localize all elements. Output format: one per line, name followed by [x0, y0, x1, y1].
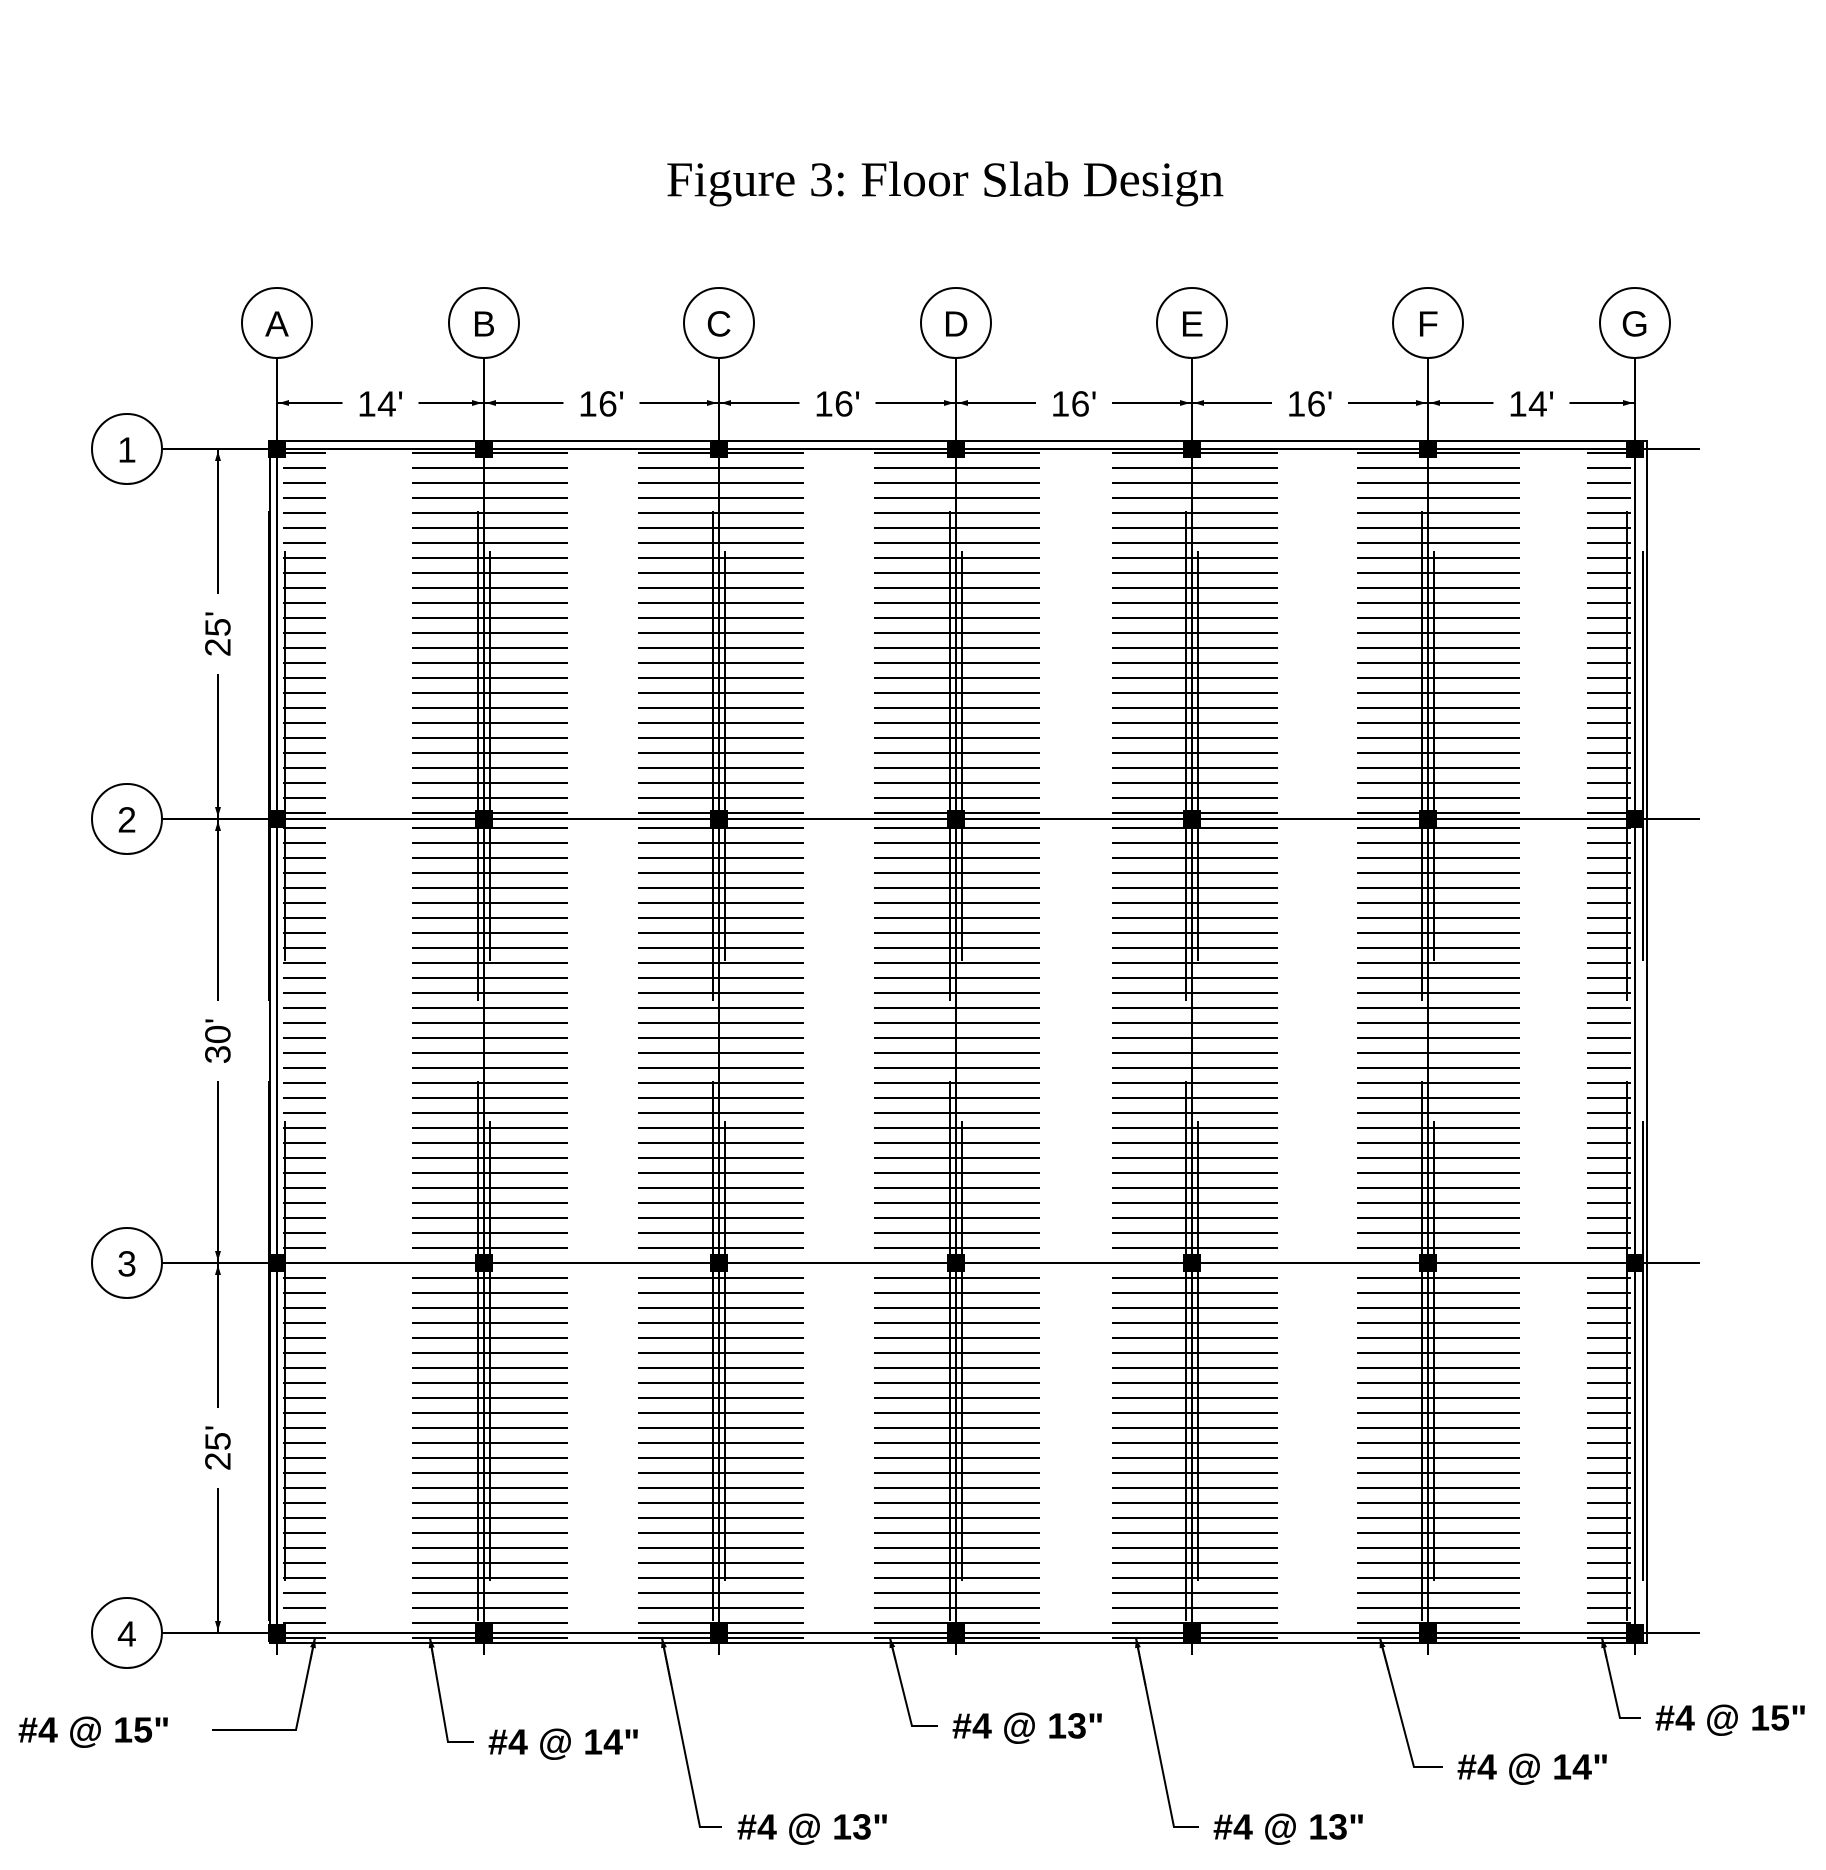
callout-leader [1601, 1637, 1641, 1719]
column-label-d: D [943, 304, 969, 345]
row-grid-bubbles: 1 2 3 4 [91, 413, 163, 1669]
rebar-strip-g [1587, 452, 1631, 1639]
column-square [1419, 1624, 1437, 1642]
callout-leader [1379, 1637, 1443, 1768]
column-spacing-dimensions: 14' 16' 16' 16' 16' 14' [277, 381, 1635, 425]
rebar-callout-g: #4 @ 15" [1655, 1698, 1807, 1739]
column-square [1419, 1254, 1437, 1272]
rebar-callout-b: #4 @ 14" [488, 1722, 640, 1763]
column-square [1183, 440, 1201, 458]
column-square [1419, 440, 1437, 458]
row-spacing-23: 30' [198, 1018, 239, 1065]
callout-arrow [1601, 1637, 1608, 1659]
row-bubble-1: 1 [91, 413, 163, 485]
column-spacing-de: 16' [1051, 384, 1098, 425]
column-square [710, 810, 728, 828]
column-square [1626, 440, 1644, 458]
column-spacing-ef: 16' [1287, 384, 1334, 425]
column-grid-bubbles: A B C D E F G [241, 287, 1671, 359]
column-label-e: E [1180, 304, 1204, 345]
column-square [1183, 810, 1201, 828]
column-square [947, 1624, 965, 1642]
row-bubble-4: 4 [91, 1597, 163, 1669]
column-bubble-c: C [683, 287, 755, 359]
callout-arrow [1135, 1637, 1147, 1686]
column-spacing-fg: 14' [1508, 384, 1555, 425]
column-square [1183, 1624, 1201, 1642]
rebar-strip-e [1112, 452, 1278, 1639]
column-bubble-f: F [1392, 287, 1464, 359]
column-square [947, 810, 965, 828]
rebar-callout-c: #4 @ 13" [737, 1807, 889, 1848]
slab-outline [269, 440, 1648, 1644]
column-square [475, 440, 493, 458]
column-square [1183, 1254, 1201, 1272]
row-spacing-dimensions: 25' 30' 25' [196, 449, 240, 1633]
row-label-4: 4 [117, 1614, 137, 1655]
column-bubble-a: A [241, 287, 313, 359]
rebar-strip-a [283, 452, 326, 1639]
column-label-a: A [265, 304, 289, 345]
row-label-3: 3 [117, 1244, 137, 1285]
callout-arrow [661, 1637, 673, 1686]
column-square [947, 1254, 965, 1272]
column-label-b: B [472, 304, 496, 345]
column-square [710, 1624, 728, 1642]
rebar-callouts: #4 @ 15" #4 @ 14" #4 @ 13" #4 @ 13" #4 @… [18, 1637, 1807, 1848]
column-square [1626, 1624, 1644, 1642]
column-square [475, 1254, 493, 1272]
column-bubble-g: G [1599, 287, 1671, 359]
rebar-callout-d: #4 @ 13" [952, 1706, 1104, 1747]
rebar-callout-e: #4 @ 13" [1213, 1807, 1365, 1848]
column-bubble-b: B [448, 287, 520, 359]
structural-columns [268, 440, 1644, 1642]
callout-leader [212, 1637, 316, 1731]
row-label-1: 1 [117, 430, 137, 471]
column-spacing-cd: 16' [814, 384, 861, 425]
column-square [710, 1254, 728, 1272]
figure-title: Figure 3: Floor Slab Design [665, 151, 1225, 207]
callout-arrow [428, 1637, 436, 1665]
column-square [1626, 810, 1644, 828]
row-spacing-12: 25' [198, 611, 239, 658]
column-spacing-bc: 16' [578, 384, 625, 425]
callout-arrow [889, 1637, 897, 1661]
callout-leader [1135, 1637, 1199, 1828]
rebar-callout-a: #4 @ 15" [18, 1710, 170, 1751]
column-spacing-ab: 14' [357, 384, 404, 425]
column-square [475, 810, 493, 828]
column-bubble-e: E [1156, 287, 1228, 359]
rebar-callout-f: #4 @ 14" [1457, 1747, 1609, 1788]
rebar-strip-c [638, 452, 804, 1639]
column-label-g: G [1621, 304, 1649, 345]
column-square [947, 440, 965, 458]
column-square [268, 440, 286, 458]
row-bubble-3: 3 [91, 1227, 163, 1299]
column-square [710, 440, 728, 458]
column-square [268, 1254, 286, 1272]
column-label-c: C [706, 304, 732, 345]
column-bubble-d: D [920, 287, 992, 359]
column-square [1419, 810, 1437, 828]
grid-lines [160, 352, 1700, 1655]
column-square [268, 810, 286, 828]
column-square [268, 1624, 286, 1642]
callout-arrow [309, 1637, 316, 1662]
callout-leader [661, 1637, 722, 1828]
callout-arrow [1379, 1637, 1390, 1671]
column-square [475, 1624, 493, 1642]
rebar-strip-f [1357, 452, 1520, 1639]
row-bubble-2: 2 [91, 783, 163, 855]
column-label-f: F [1417, 304, 1439, 345]
row-label-2: 2 [117, 800, 137, 841]
row-spacing-34: 25' [198, 1425, 239, 1472]
callout-leader [429, 1637, 474, 1743]
callout-leader [889, 1637, 938, 1727]
column-square [1626, 1254, 1644, 1272]
